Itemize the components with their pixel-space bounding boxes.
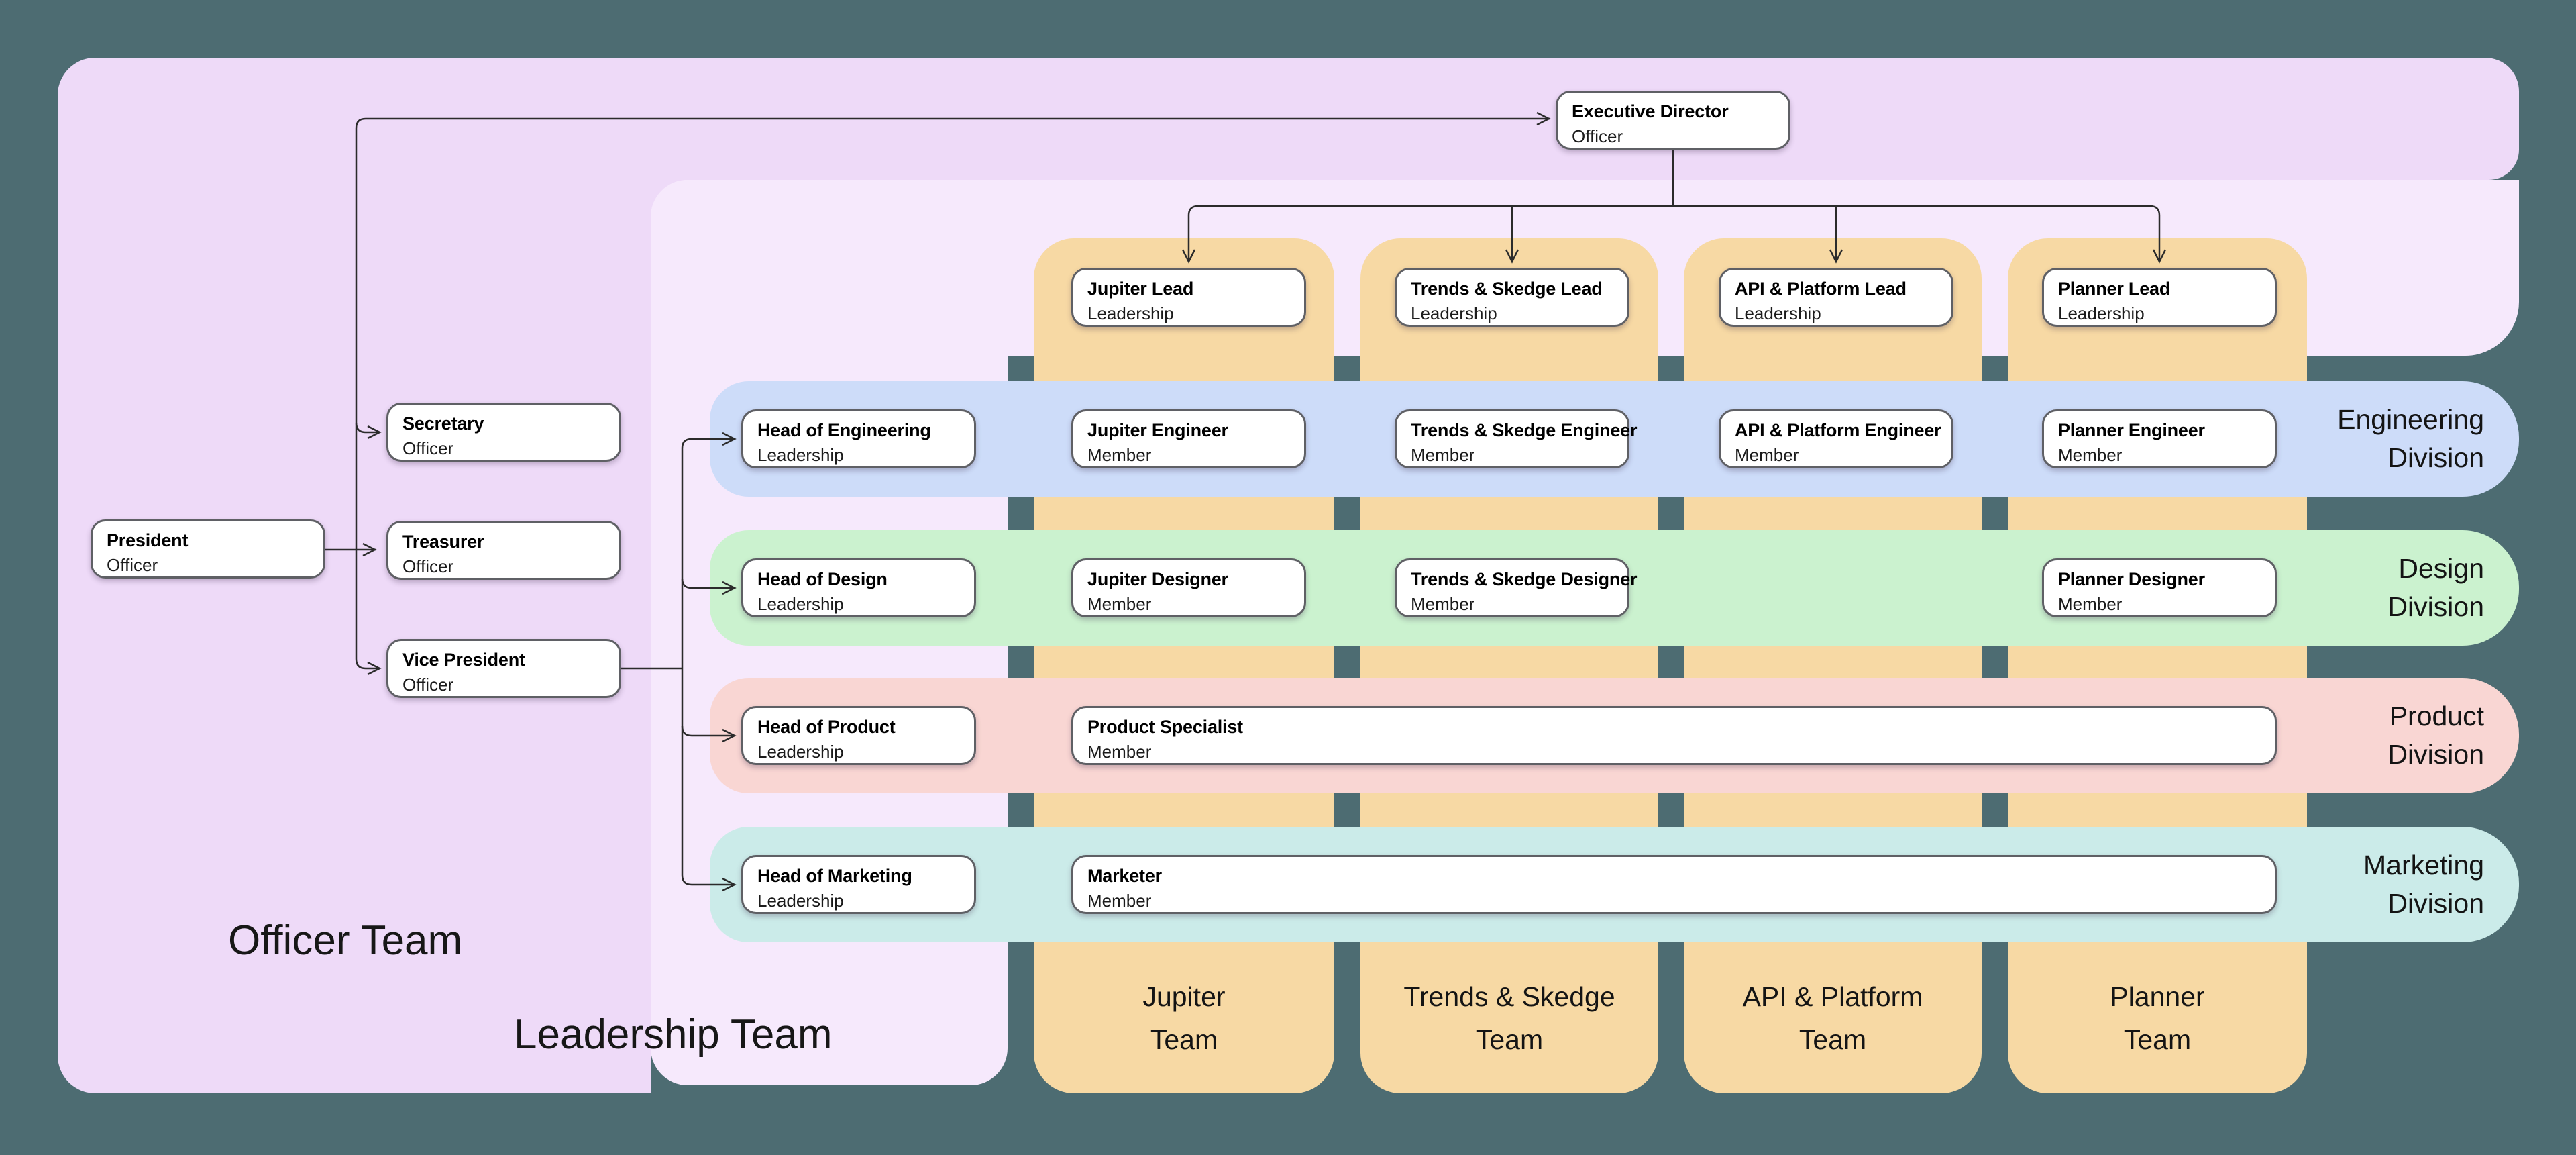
node-subtitle: Leadership (1087, 303, 1174, 323)
node-title: Planner Lead (2058, 279, 2171, 299)
node-subtitle: Officer (1572, 126, 1623, 146)
node-title: Planner Engineer (2058, 420, 2205, 440)
node-title: President (107, 530, 189, 550)
node-subtitle: Member (1087, 891, 1152, 911)
node-subtitle: Leadership (2058, 303, 2145, 323)
node-subtitle: Officer (402, 674, 454, 695)
node-subtitle: Member (2058, 445, 2123, 465)
node-title: Trends & Skedge Engineer (1411, 420, 1638, 440)
node-title: Jupiter Engineer (1087, 420, 1228, 440)
node-subtitle: Leadership (757, 742, 844, 762)
node-subtitle: Member (1411, 445, 1475, 465)
node-title: Planner Designer (2058, 569, 2205, 589)
node-subtitle: Leadership (757, 445, 844, 465)
node-subtitle: Officer (107, 555, 158, 575)
node-title: Trends & Skedge Lead (1411, 279, 1603, 299)
node-title: Head of Product (757, 717, 896, 737)
node-subtitle: Leadership (1411, 303, 1497, 323)
node-title: Head of Engineering (757, 420, 931, 440)
node-subtitle: Officer (402, 556, 454, 576)
node-title: Head of Design (757, 569, 888, 589)
node-title: Executive Director (1572, 101, 1729, 121)
officer-team-label: Officer Team (228, 917, 463, 964)
leadership-team-label: Leadership Team (514, 1011, 833, 1058)
node-subtitle: Member (1087, 742, 1152, 762)
node-subtitle: Member (1087, 445, 1152, 465)
node-title: Marketer (1087, 866, 1162, 886)
node-subtitle: Member (1411, 594, 1475, 614)
node-title: Trends & Skedge Designer (1411, 569, 1638, 589)
node-subtitle: Leadership (757, 594, 844, 614)
node-title: API & Platform Lead (1735, 279, 1907, 299)
node-title: Jupiter Designer (1087, 569, 1228, 589)
node-subtitle: Member (1735, 445, 1799, 465)
node-title: Product Specialist (1087, 717, 1243, 737)
node-title: Vice President (402, 650, 525, 670)
node-subtitle: Leadership (757, 891, 844, 911)
node-subtitle: Member (2058, 594, 2123, 614)
node-subtitle: Officer (402, 438, 454, 458)
node-title: Jupiter Lead (1087, 279, 1194, 299)
node-title: API & Platform Engineer (1735, 420, 1941, 440)
node-subtitle: Leadership (1735, 303, 1821, 323)
node-title: Treasurer (402, 532, 484, 552)
node-subtitle: Member (1087, 594, 1152, 614)
node-title: Head of Marketing (757, 866, 912, 886)
node-title: Secretary (402, 413, 484, 434)
